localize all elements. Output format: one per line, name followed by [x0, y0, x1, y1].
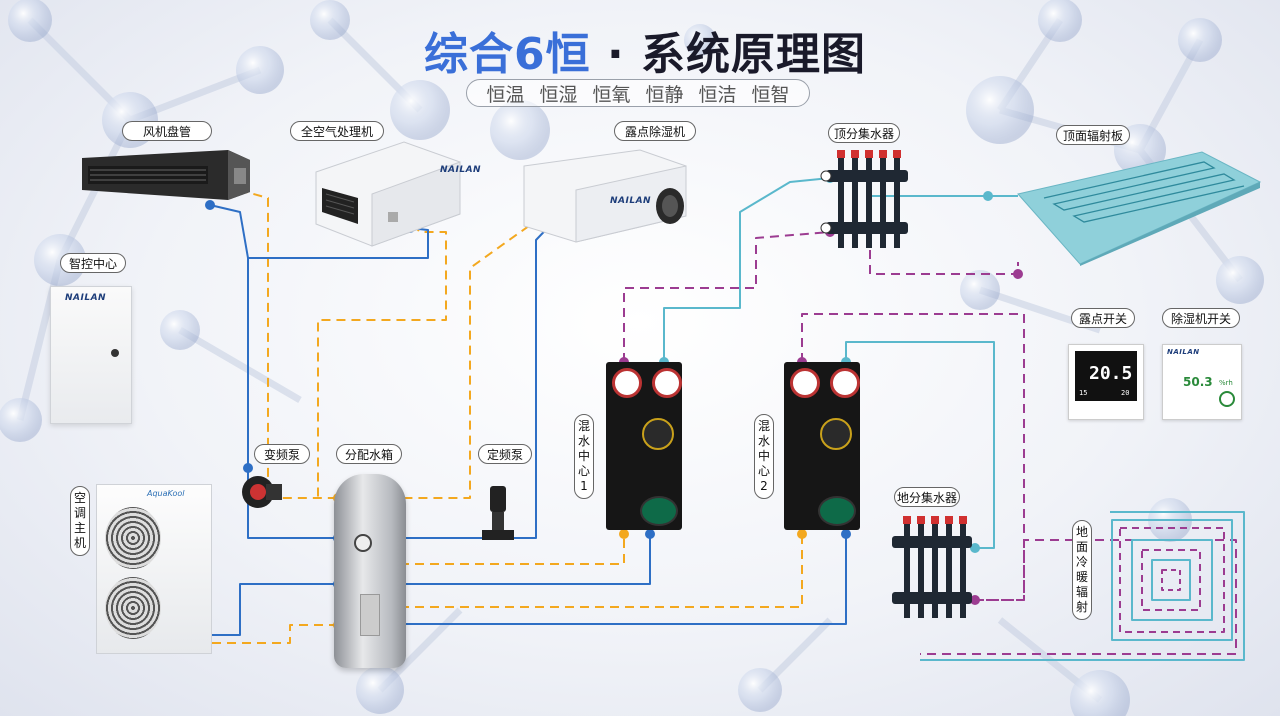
cabinet-brand-logo: NAILAN: [65, 293, 107, 303]
title-part1: 综合6恒: [424, 29, 591, 80]
fan-coil-unit: [82, 150, 250, 200]
label-char: 心: [757, 464, 770, 478]
mixing-valve-icon: [820, 418, 852, 450]
thermometer-gauge-icon: [652, 368, 682, 398]
label-dehumidifier: 露点除湿机: [614, 121, 696, 141]
label-char: 射: [1075, 600, 1088, 614]
top-manifold: [820, 150, 908, 248]
cabinet-lock-icon: [111, 349, 119, 357]
dehumidifier-switch-panel: NAILAN 50.3 %rh: [1162, 344, 1242, 420]
dewpoint-temp: 20.5: [1089, 363, 1133, 384]
label-fixed-pump: 定频泵: [478, 444, 532, 464]
ac-brand-logo: AquaKool: [147, 489, 185, 498]
circulation-pump-icon: [640, 496, 678, 526]
label-char: 主: [73, 521, 86, 535]
switch-brand-logo: NAILAN: [1167, 348, 1200, 356]
feature-item: 恒洁: [698, 83, 737, 106]
thermometer-gauge-icon: [612, 368, 642, 398]
label-dewpoint-switch: 露点开关: [1071, 308, 1135, 328]
ceiling-radiant-panel: [1017, 151, 1262, 266]
label-mixing-center-1: 混 水 中 心 1: [574, 414, 594, 499]
thermometer-gauge-icon: [790, 368, 820, 398]
label-control-center: 智控中心: [60, 253, 126, 273]
label-char: 地: [1075, 525, 1088, 539]
mixing-center-2: [784, 362, 860, 530]
label-char: 暖: [1075, 570, 1088, 584]
label-char: 冷: [1075, 555, 1088, 569]
aho-brand-logo: NAILAN: [440, 165, 482, 175]
fixed-speed-pump: [482, 486, 514, 540]
label-char: 2: [760, 479, 768, 493]
fan-grille-icon: [105, 507, 161, 569]
tank-gauge-icon: [354, 534, 372, 552]
floor-manifold: [892, 516, 972, 618]
label-char: 辐: [1075, 585, 1088, 599]
mixing-valve-icon: [642, 418, 674, 450]
distribution-water-tank: [334, 474, 406, 668]
fan-grille-icon: [105, 577, 161, 639]
power-icon: [1219, 391, 1235, 407]
label-vfd-pump: 变频泵: [254, 444, 310, 464]
label-fan-coil: 风机盘管: [122, 121, 212, 141]
dewpoint-dehumidifier: [523, 149, 687, 243]
label-ceiling-panel: 顶面辐射板: [1056, 125, 1130, 145]
dehum-unit: %rh: [1219, 379, 1233, 387]
label-char: 水: [757, 434, 770, 448]
label-char: 中: [757, 449, 770, 463]
label-top-manifold: 顶分集水器: [828, 123, 900, 143]
dehumidifier-brand-logo: NAILAN: [610, 196, 652, 206]
label-char: 1: [580, 479, 588, 493]
ac-outdoor-unit: AquaKool: [96, 484, 212, 654]
circulation-pump-icon: [818, 496, 856, 526]
title-part2: · 系统原理图: [606, 29, 866, 80]
label-dehum-switch: 除湿机开关: [1162, 308, 1240, 328]
dewpoint-switch-panel: 20.5 15 20: [1068, 344, 1144, 420]
feature-item: 恒静: [645, 83, 684, 106]
feature-subtitle: 恒温 恒湿 恒氧 恒静 恒洁 恒智: [466, 79, 810, 107]
label-char: 空: [73, 491, 86, 505]
feature-item: 恒智: [751, 83, 790, 106]
mixing-center-1: [606, 362, 682, 530]
label-char: 中: [577, 449, 590, 463]
dewpoint-small-left: 15: [1079, 389, 1088, 397]
label-air-handler: 全空气处理机: [290, 121, 384, 141]
label-water-tank: 分配水箱: [336, 444, 402, 464]
dehum-value: 50.3: [1183, 375, 1213, 389]
page-title: 综合6恒 · 系统原理图: [424, 18, 866, 82]
dewpoint-screen: 20.5 15 20: [1075, 351, 1137, 401]
label-char: 混: [757, 419, 770, 433]
label-char: 心: [577, 464, 590, 478]
label-char: 面: [1075, 540, 1088, 554]
smart-control-cabinet: NAILAN: [50, 286, 132, 424]
label-floor-heating: 地 面 冷 暖 辐 射: [1072, 520, 1092, 620]
vfd-pump: [242, 476, 282, 508]
label-floor-manifold: 地分集水器: [894, 487, 960, 507]
label-char: 机: [73, 536, 86, 550]
feature-item: 恒氧: [592, 83, 631, 106]
label-ac-unit: 空 调 主 机: [70, 486, 90, 556]
feature-item: 恒湿: [539, 83, 578, 106]
dewpoint-small-right: 20: [1121, 389, 1130, 397]
label-mixing-center-2: 混 水 中 心 2: [754, 414, 774, 499]
label-char: 混: [577, 419, 590, 433]
label-char: 调: [73, 506, 86, 520]
tank-label-plate: [360, 594, 380, 636]
feature-item: 恒温: [486, 83, 525, 106]
air-handling-unit: [315, 141, 461, 247]
label-char: 水: [577, 434, 590, 448]
thermometer-gauge-icon: [830, 368, 860, 398]
